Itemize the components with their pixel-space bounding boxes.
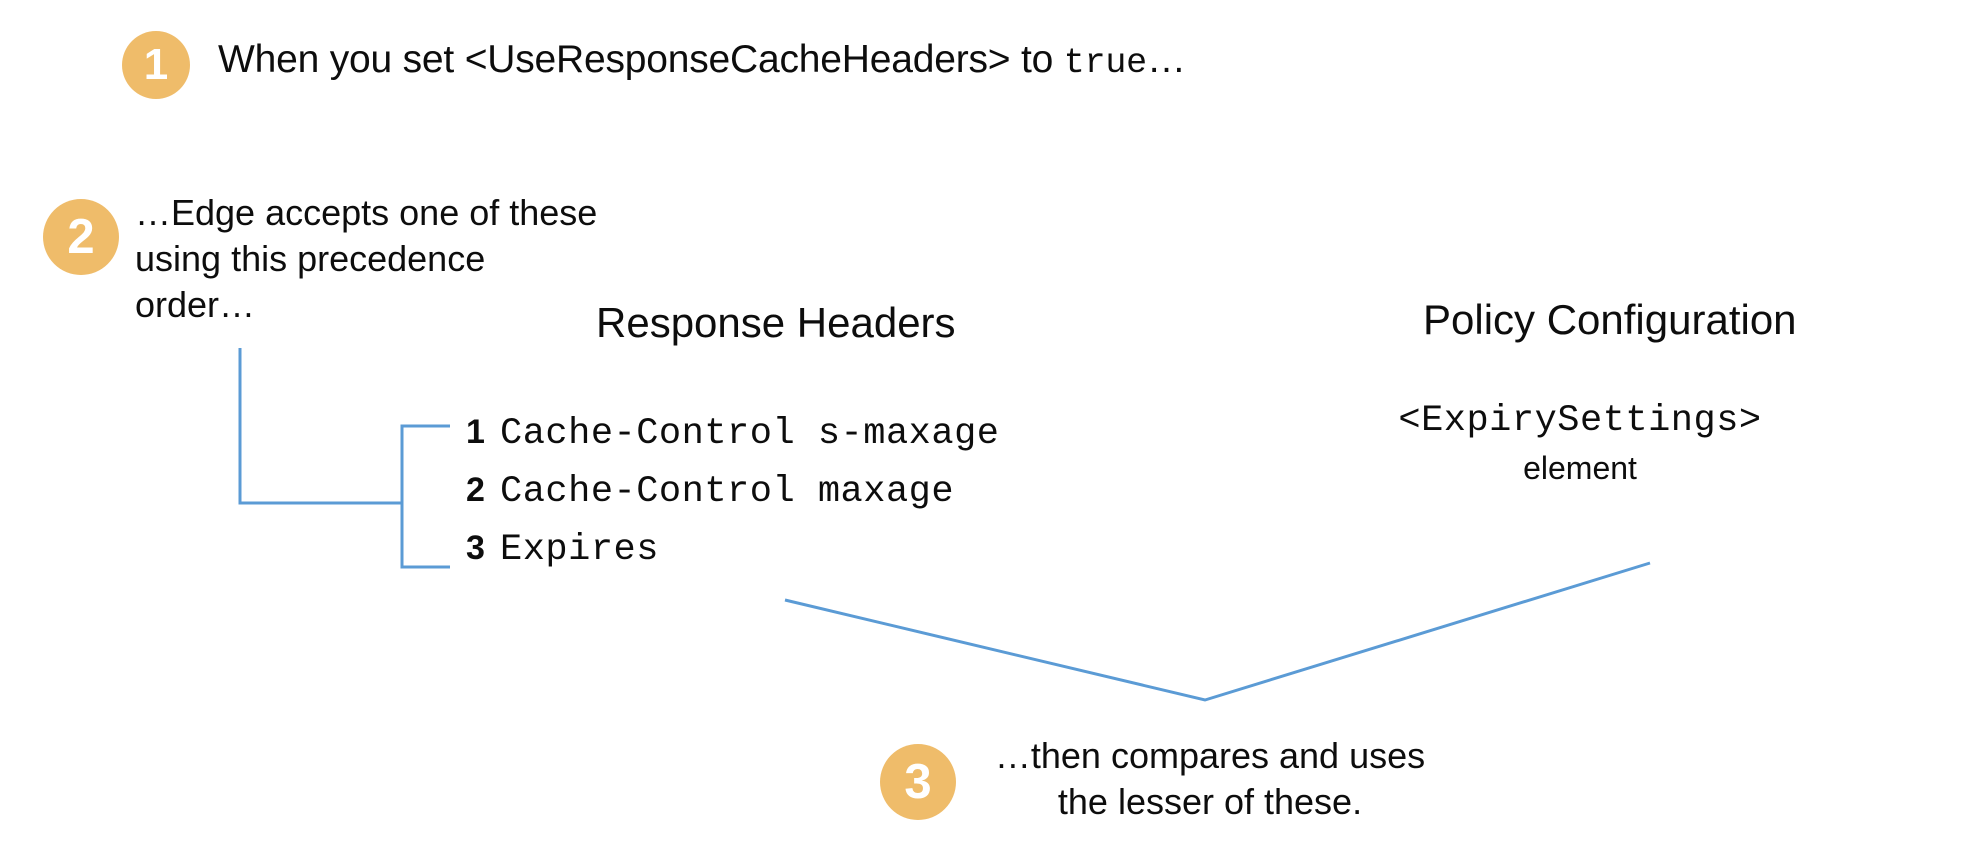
step-1-callout: When you set <UseResponseCacheHeaders> t…: [218, 38, 1186, 83]
step-badge-2: 2: [43, 199, 119, 275]
step-2-callout: …Edge accepts one of these using this pr…: [135, 192, 598, 326]
precedence-label: Cache-Control maxage: [500, 471, 955, 513]
precedence-label: Cache-Control s-maxage: [500, 413, 1000, 455]
precedence-rank: 1: [466, 413, 485, 451]
precedence-rank: 3: [466, 529, 485, 567]
step-3-line-2: the lesser of these.: [1057, 781, 1363, 823]
step-1-code-value: true: [1063, 43, 1147, 83]
step-3-callout: …then compares and uses the lesser of th…: [975, 733, 1445, 825]
step2-elbow-connector: [238, 348, 402, 505]
step-1-text-suffix: …: [1146, 38, 1186, 81]
precedence-list: 1 Cache-Control s-maxage 2 Cache-Control…: [466, 413, 999, 587]
precedence-brace: [400, 424, 450, 569]
response-headers-heading: Response Headers: [596, 299, 956, 346]
step-1-text-prefix: When you set <UseResponseCacheHeaders> t…: [218, 38, 1064, 81]
step-badge-1: 1: [122, 31, 190, 99]
policy-configuration-value: <ExpirySettings> element: [1380, 400, 1780, 487]
step-badge-3: 3: [880, 744, 956, 820]
expiry-settings-element-label: element: [1523, 450, 1637, 486]
precedence-rank: 2: [466, 471, 485, 509]
list-item: 3 Expires: [466, 529, 999, 587]
list-item: 1 Cache-Control s-maxage: [466, 413, 999, 471]
expiry-settings-element-code: <ExpirySettings>: [1398, 400, 1762, 442]
policy-configuration-heading: Policy Configuration: [1423, 296, 1797, 343]
step-3-line-1: …then compares and uses: [994, 735, 1426, 776]
precedence-label: Expires: [500, 529, 659, 571]
list-item: 2 Cache-Control maxage: [466, 471, 999, 529]
